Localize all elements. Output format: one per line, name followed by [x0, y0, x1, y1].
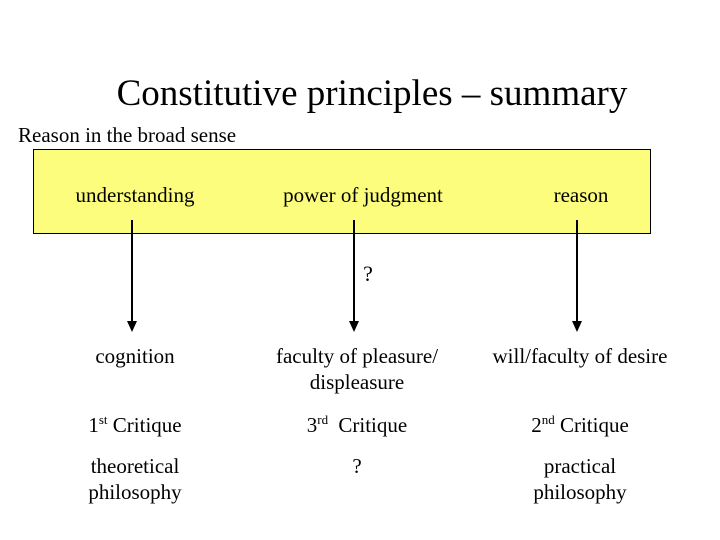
critique-ordinal: nd — [541, 412, 555, 427]
philosophy-label: ? — [237, 453, 477, 505]
critique-label: 2nd Critique — [460, 412, 700, 438]
critique-word: Critique — [559, 413, 629, 437]
column-power-of-judgment: faculty of pleasure/ displeasure 3rd Cri… — [237, 343, 477, 505]
philosophy-line2: philosophy — [533, 480, 627, 504]
box-label-understanding: understanding — [75, 183, 195, 207]
critique-label: 3rd Critique — [237, 412, 477, 438]
slide-title: Constitutive principles – summary — [116, 73, 628, 114]
critique-number: 1 — [88, 413, 99, 437]
arrow-head-icon — [127, 321, 137, 332]
faculty-label-line2 — [460, 369, 700, 395]
faculty-label: faculty of pleasure/ — [275, 344, 439, 368]
critique-word: Critique — [338, 413, 408, 437]
arrow-shaft — [353, 220, 355, 321]
column-reason: will/faculty of desire 2nd Critique prac… — [460, 343, 700, 505]
critique-number: 2 — [531, 413, 542, 437]
philosophy-line1: theoretical — [90, 454, 180, 478]
arrow-head-icon — [349, 321, 359, 332]
philosophy-line2 — [237, 479, 477, 505]
critique-ordinal: st — [98, 412, 108, 427]
faculty-label: cognition — [95, 344, 175, 368]
philosophy-label: practical philosophy — [460, 453, 700, 505]
box-label-reason: reason — [553, 183, 609, 207]
critique-ordinal: rd — [317, 412, 329, 427]
column-understanding: cognition 1st Critique theoretical philo… — [15, 343, 255, 505]
faculty-label-line2 — [15, 369, 255, 395]
faculty-label-line2: displeasure — [309, 370, 405, 394]
arrow-shaft — [131, 220, 133, 321]
faculty-label: will/faculty of desire — [492, 344, 668, 368]
philosophy-label: theoretical philosophy — [15, 453, 255, 505]
arrow-head-icon — [572, 321, 582, 332]
critique-label: 1st Critique — [15, 412, 255, 438]
philosophy-line1: ? — [352, 454, 362, 478]
philosophy-line1: practical — [543, 454, 617, 478]
arrow-shaft — [576, 220, 578, 321]
subtitle-reason-broad-sense: Reason in the broad sense — [18, 123, 237, 147]
question-mark-middle-arrow: ? — [363, 261, 373, 286]
critique-word: Critique — [112, 413, 182, 437]
faculties-box — [33, 149, 651, 234]
critique-number: 3 — [306, 413, 318, 437]
philosophy-line2: philosophy — [88, 480, 182, 504]
box-label-power-of-judgment: power of judgment — [283, 183, 443, 207]
